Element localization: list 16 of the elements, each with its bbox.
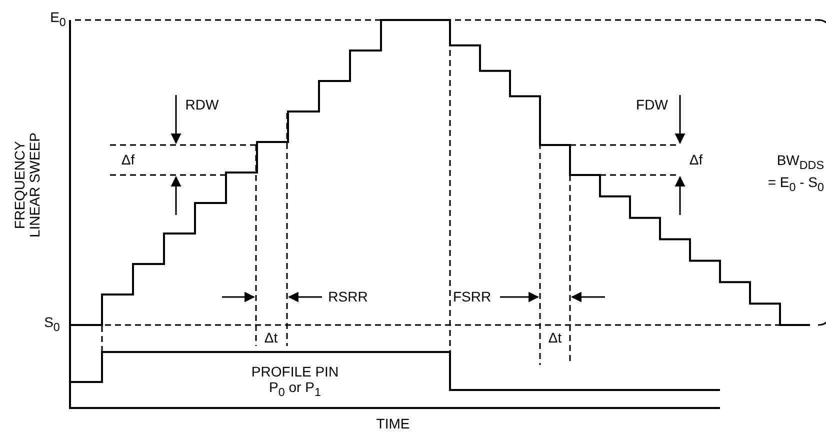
- axis-title: TIME: [376, 416, 410, 432]
- text-label: E$_{0}$: [50, 10, 66, 30]
- text-label: Δt: [264, 330, 278, 346]
- text-label: Δf: [121, 152, 135, 168]
- text-label: Δf: [689, 152, 703, 168]
- text-label: BW$_{DDS}$: [776, 153, 824, 173]
- text-label: RSRR: [328, 289, 368, 305]
- text-label: FDW: [636, 97, 668, 113]
- axis-title: FREQUENCY LINEAR SWEEP: [12, 131, 44, 240]
- text-label: PROFILE PIN: [251, 364, 339, 380]
- text-label: RDW: [185, 97, 219, 113]
- text-label: Δt: [548, 330, 562, 346]
- text-label: P$_{0}$ or P$_{1}$: [269, 380, 321, 400]
- text-label: S$_{0}$: [44, 315, 60, 335]
- text-label: FSRR: [452, 289, 492, 305]
- text-label: = E$_{0}$ - S$_{0}$: [768, 175, 824, 195]
